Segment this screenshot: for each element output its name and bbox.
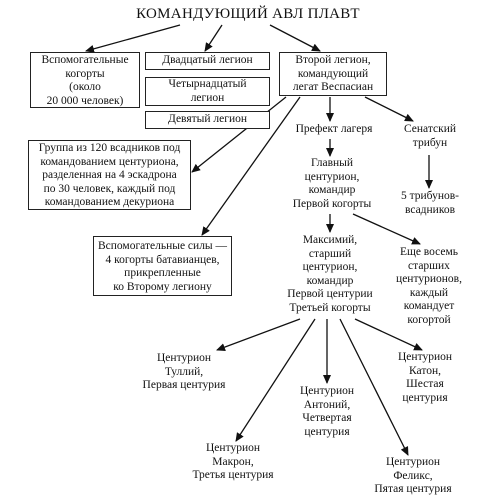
cavalry-group-box: Группа из 120 всадников под командование… bbox=[28, 140, 191, 210]
senatorial-tribune-label: Сенатский трибун bbox=[403, 123, 457, 149]
arrow-legion-2-to-senatorial-tribune bbox=[364, 96, 414, 122]
camp-prefect-label: Префект лагеря bbox=[295, 123, 373, 135]
second-legion-box: Второй легион, командующий легат Веспаси… bbox=[279, 52, 387, 96]
arrow-legion-2-to-batavian-aux bbox=[201, 96, 301, 236]
senior-centurions-label: Еще восемь старших центурионов, каждый к… bbox=[396, 246, 462, 326]
equestrian-tribunes-label: 5 трибунов- всадников bbox=[400, 190, 460, 216]
batavian-auxiliary-box: Вспомогательные силы — 4 когорты батавиа… bbox=[93, 236, 232, 296]
twentieth-legion-box: Двадцатый легион bbox=[145, 52, 270, 70]
chief-centurion-label: Главный центурион, командир Первой когор… bbox=[292, 157, 372, 210]
centurion-tullius-label: Центурион Туллий, Первая центурия bbox=[142, 352, 226, 391]
arrow-maximius-to-tullius bbox=[216, 318, 301, 351]
maximius-label: Максимий, старший центурион, командир Пе… bbox=[287, 234, 373, 314]
arrow-title-to-auxiliary-cohorts bbox=[85, 24, 181, 53]
centurion-felix-label: Центурион Феликс, Пятая центурия bbox=[374, 456, 452, 495]
arrow-chief-centurion-to-eight-centurions bbox=[352, 213, 421, 245]
fourteenth-legion-box: Четырнадцатый легион bbox=[145, 77, 270, 106]
auxiliary-cohorts-box: Вспомогательные когорты (около 20 000 че… bbox=[30, 52, 140, 108]
commander-title: КОМАНДУЮЩИЙ АВЛ ПЛАВТ bbox=[136, 6, 360, 22]
arrow-maximius-to-cato bbox=[354, 318, 423, 351]
centurion-antonius-label: Центурион Антоний, Четвертая центурия bbox=[300, 385, 354, 438]
centurion-macro-label: Центурион Макрон, Третья центурия bbox=[192, 442, 274, 481]
arrow-maximius-to-macro bbox=[235, 318, 316, 442]
ninth-legion-box: Девятый легион bbox=[145, 111, 270, 129]
arrow-title-to-legion-2 bbox=[269, 24, 321, 52]
centurion-cato-label: Центурион Катон, Шестая центурия bbox=[398, 351, 452, 404]
arrow-legion-2-to-cavalry-group bbox=[191, 96, 287, 173]
arrow-maximius-to-felix bbox=[339, 318, 409, 456]
arrow-title-to-legion-20 bbox=[204, 24, 223, 52]
